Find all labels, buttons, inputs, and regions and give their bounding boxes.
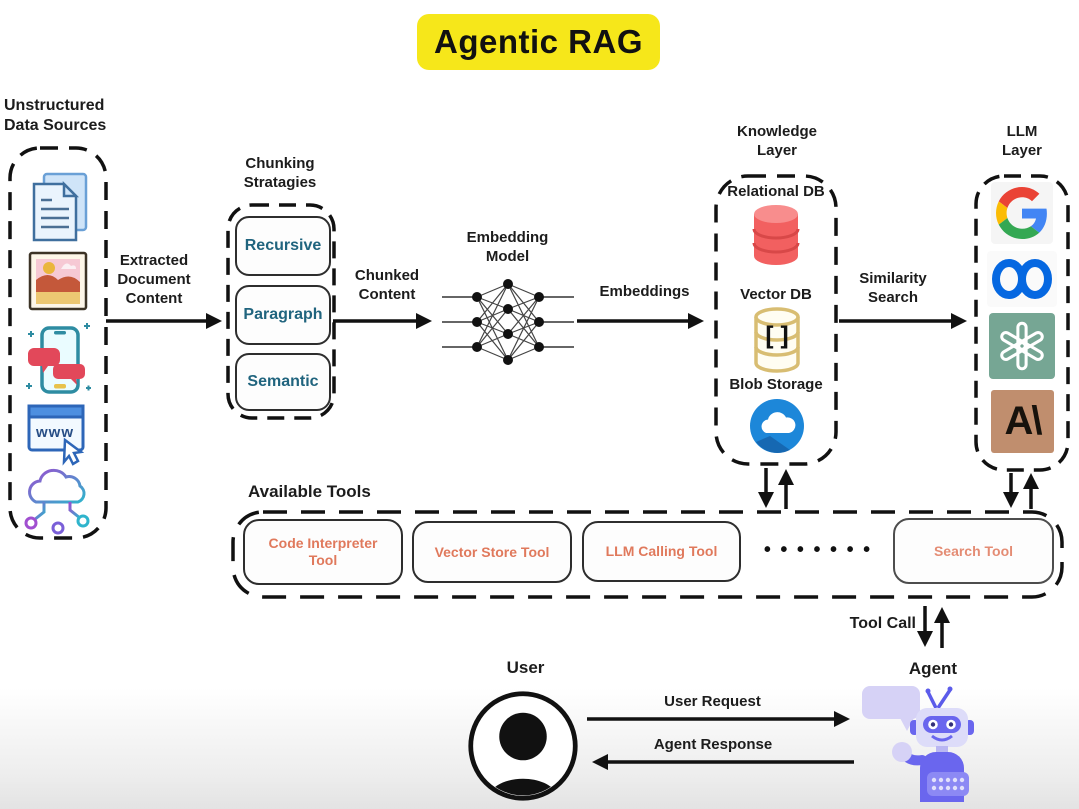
llm-dashed-box [974, 174, 1070, 472]
embedding-model-network [442, 279, 574, 365]
agent-label: Agent [908, 659, 958, 678]
cloud-network-icon [18, 464, 98, 536]
vector-db-glyph: [] [761, 322, 793, 352]
edge-label-embeddings: Embeddings [599, 283, 690, 300]
tool-call-label: Tool Call [849, 615, 916, 632]
chunk-strategy-paragraph: Paragraph [235, 285, 331, 345]
embedding-model-title: Embedding Model [466, 229, 549, 265]
web-browser-icon [25, 402, 91, 466]
sources-label: Unstructured Data Sources [4, 97, 107, 134]
agent-response-label: Agent Response [653, 736, 773, 753]
meta-logo [987, 251, 1057, 307]
relational-db-icon [749, 202, 803, 270]
edge-label-similarity: Similarity Search [859, 270, 927, 306]
chunking-dashed-box [226, 203, 336, 420]
tool-vector-store: Vector Store Tool [412, 521, 572, 583]
user-label: User [506, 658, 545, 677]
chunk-strategy-semantic: Semantic [235, 353, 331, 411]
www-text: www [35, 424, 74, 441]
vector-db-label: Vector DB [740, 286, 812, 303]
openai-logo [989, 313, 1055, 379]
anthropic-glyph: A\ [1004, 399, 1043, 443]
available-tools-title: Available Tools [248, 482, 371, 501]
sources-dashed-box [8, 146, 108, 540]
edge-label-chunked: Chunked Content [354, 267, 420, 303]
tool-code-interpreter: Code Interpreter Tool [243, 519, 403, 585]
agent-robot-icon [860, 680, 980, 806]
user-request-label: User Request [664, 693, 761, 710]
vector-db-icon [751, 306, 803, 374]
photo-icon [27, 250, 89, 312]
blob-storage-icon [748, 397, 806, 455]
tools-ellipsis: • • • • • • • [763, 539, 873, 561]
knowledge-layer-title: Knowledge Layer [736, 123, 817, 159]
chunk-strategy-recursive: Recursive [235, 216, 331, 276]
chunking-title: Chunking Stratagies [243, 155, 317, 191]
relational-db-label: Relational DB [727, 183, 825, 200]
anthropic-logo: A\ [991, 390, 1054, 453]
mobile-chat-icon [20, 320, 96, 402]
edge-label-extracted: Extracted Document Content [117, 252, 191, 307]
user-avatar-icon [466, 689, 580, 803]
tool-search: Search Tool [893, 518, 1054, 584]
tools-dashed-box [231, 510, 1064, 599]
google-logo [991, 182, 1053, 244]
documents-icon [26, 170, 92, 246]
tool-llm-calling: LLM Calling Tool [582, 521, 741, 582]
llm-layer-title: LLM Layer [1001, 123, 1043, 159]
knowledge-dashed-box [714, 174, 838, 466]
blob-storage-label: Blob Storage [729, 376, 823, 393]
page-title: Agentic RAG [417, 14, 660, 70]
